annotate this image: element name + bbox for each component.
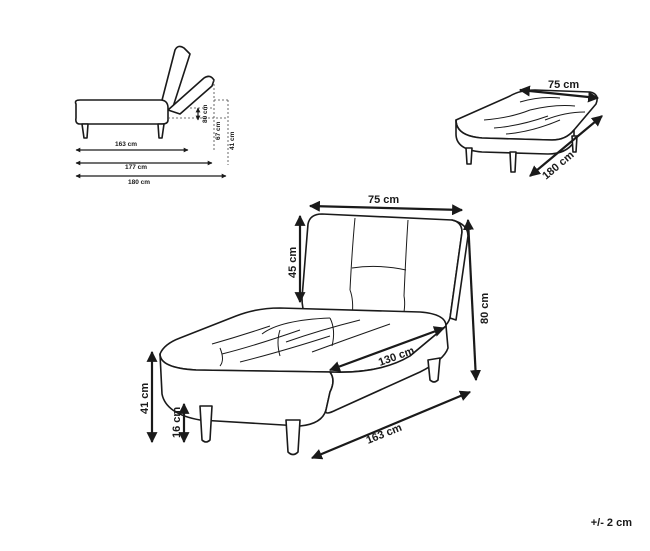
main-dim-width-line: [308, 200, 464, 216]
side-leg-back: [157, 123, 165, 139]
side-seat: [74, 99, 169, 125]
main-leg-back: [427, 357, 441, 383]
main-dim-total-length-line: [310, 390, 472, 460]
bed-leg-1: [465, 147, 473, 165]
bed-top-surface: [455, 89, 598, 141]
side-view-diagram: 163 cm 177 cm 180 cm 80 cm 67 cm 41 cm: [74, 45, 236, 186]
main-leg-front-right: [285, 419, 301, 456]
side-back-reclined: [167, 75, 215, 115]
side-dim-41-label: 41 cm: [229, 131, 236, 150]
bed-leg-2: [509, 151, 517, 173]
bed-view-diagram: 75 cm 180 cm: [455, 79, 603, 182]
side-dim-177-label: 177 cm: [125, 164, 147, 171]
side-back-raised: [159, 45, 191, 111]
main-view-diagram: 75 cm 45 cm 80 cm 130 cm 163 cm 41 cm 16…: [139, 194, 491, 460]
side-dim-80-label: 80 cm: [202, 104, 209, 123]
bed-dim-width-line: [518, 85, 600, 103]
side-leg-front: [81, 123, 89, 139]
main-dim-total-height-label: 80 cm: [479, 293, 491, 324]
main-dim-total-height-line: [463, 218, 481, 382]
side-dim-180-label: 180 cm: [128, 179, 150, 186]
main-dim-seat-height-label: 41 cm: [139, 383, 151, 414]
main-leg-front-left: [199, 405, 213, 443]
main-dim-seat-length-line: [328, 326, 446, 372]
main-dim-total-length-label: 163 cm: [365, 422, 404, 447]
bed-dim-length-line: [529, 115, 603, 177]
side-dim-67-label: 67 cm: [215, 121, 222, 140]
bed-dim-width-label: 75 cm: [548, 79, 579, 91]
main-dim-leg-height-label: 16 cm: [171, 407, 183, 438]
main-dim-back-label: 45 cm: [287, 247, 299, 278]
tolerance-note: +/- 2 cm: [590, 517, 632, 529]
main-dim-width-label: 75 cm: [368, 194, 399, 206]
side-dim-163-label: 163 cm: [115, 141, 137, 148]
